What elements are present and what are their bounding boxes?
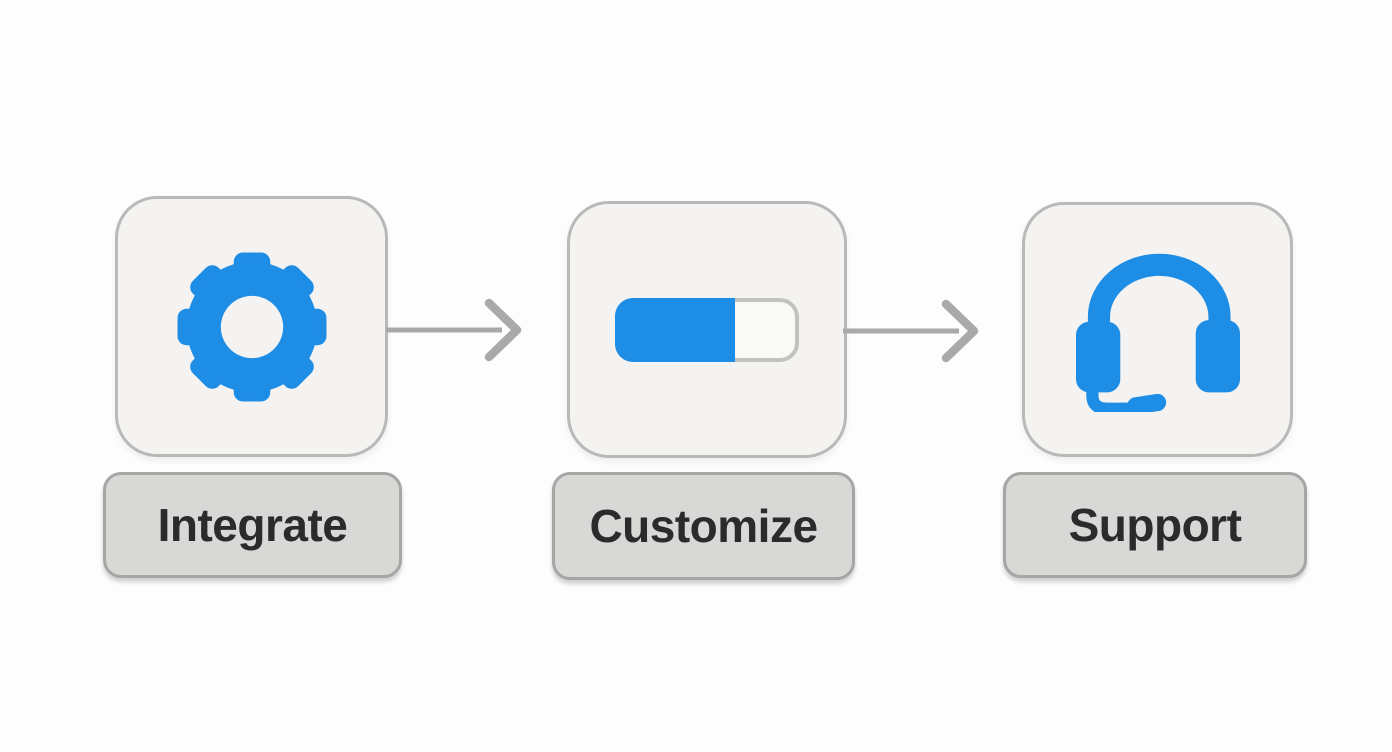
step-label: Integrate [157, 499, 348, 551]
tile-support[interactable] [1022, 202, 1293, 457]
toggle-switch-icon [615, 297, 799, 362]
label-pill-integrate[interactable]: Integrate [103, 472, 402, 578]
tile-integrate[interactable] [115, 196, 388, 457]
arrow-integrate-to-customize [386, 292, 526, 368]
arrow-right-icon [386, 298, 522, 362]
label-pill-support[interactable]: Support [1003, 472, 1307, 578]
tile-customize[interactable] [567, 201, 847, 458]
arrow-customize-to-support [843, 293, 983, 369]
step-label: Support [1068, 499, 1242, 551]
step-label: Customize [589, 500, 818, 552]
arrow-right-icon [843, 299, 979, 363]
headset-icon [1075, 253, 1240, 412]
label-pill-customize[interactable]: Customize [552, 472, 855, 580]
gear-icon [177, 252, 326, 401]
